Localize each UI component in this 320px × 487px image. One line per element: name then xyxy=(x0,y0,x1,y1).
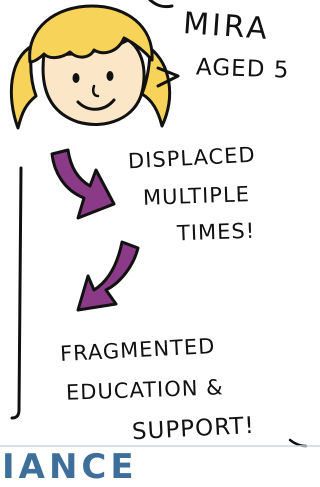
sketch-drawing xyxy=(0,0,320,448)
note-displaced-line-3: TIMES! xyxy=(176,218,256,246)
ponytail-left xyxy=(9,44,38,130)
note-displaced-line-2: MULTIPLE xyxy=(142,182,251,210)
character-name: MIRA xyxy=(181,6,272,47)
nose xyxy=(91,84,100,98)
timeline-line xyxy=(10,166,23,420)
stray-mark xyxy=(288,438,308,448)
top-stroke xyxy=(148,0,174,9)
hair-top xyxy=(28,4,154,64)
mira-face xyxy=(9,4,172,130)
arrow-2 xyxy=(76,240,140,312)
smile xyxy=(76,98,116,111)
note-fragmented-line-2: EDUCATION & xyxy=(65,375,224,405)
arrow-1 xyxy=(50,148,116,220)
ponytail-right xyxy=(140,46,172,128)
cut-off-heading: IANCE xyxy=(2,447,138,487)
left-eye xyxy=(72,73,80,83)
character-age: AGED 5 xyxy=(195,54,290,84)
pointer-arrow xyxy=(156,66,180,88)
right-eye xyxy=(106,71,114,81)
